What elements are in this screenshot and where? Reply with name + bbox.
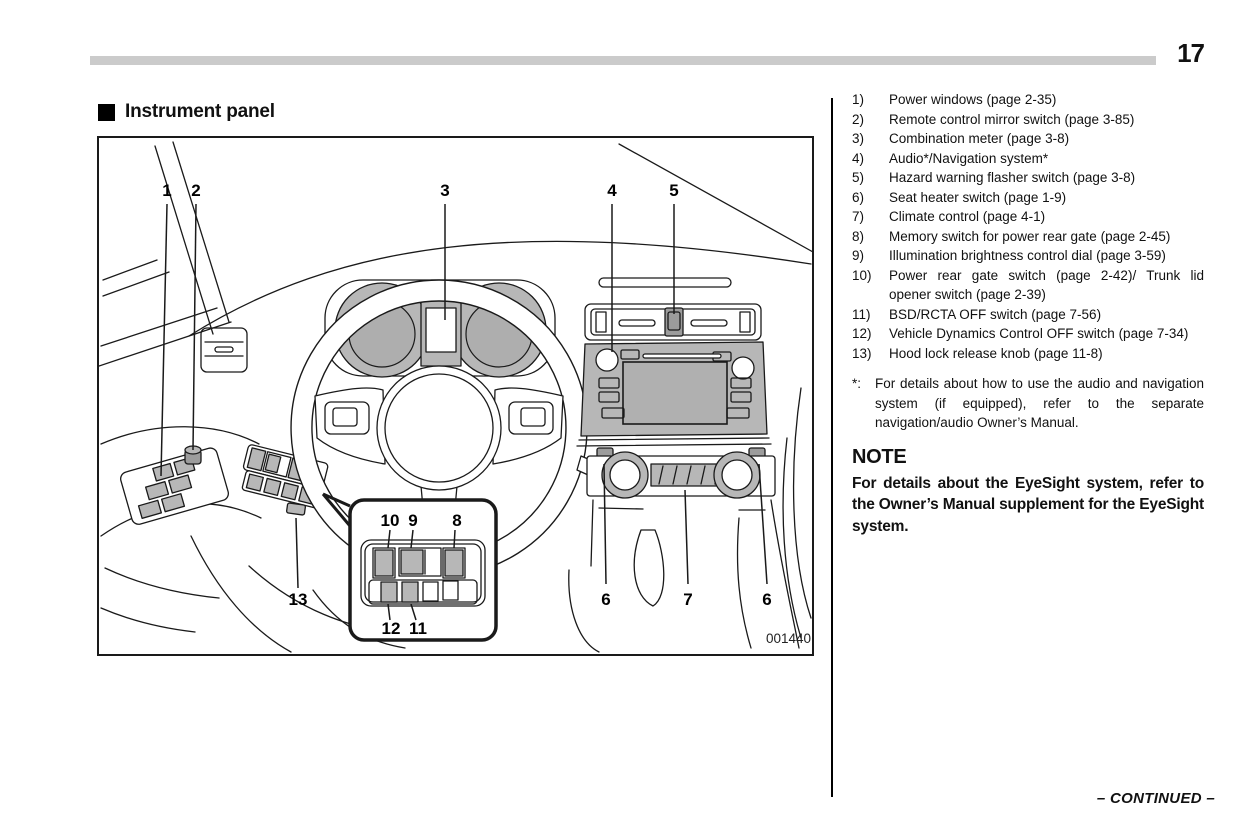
legend-item: 7)Climate control (page 4-1) — [852, 209, 1046, 224]
legend-list: 1)Power windows (page 2-35) 2)Remote con… — [852, 90, 1204, 363]
legend-item: 5)Hazard warning flasher switch (page 3-… — [852, 170, 1136, 185]
legend-item: 3)Combination meter (page 3-8) — [852, 131, 1070, 146]
legend-column: 1)Power windows (page 2-35) 2)Remote con… — [852, 90, 1204, 537]
callout-leader-lines — [160, 203, 768, 589]
legend-item: 6)Seat heater switch (page 1-9) — [852, 189, 1067, 205]
square-bullet-icon — [98, 103, 115, 121]
legend-item: 8)Memory switch for power rear gate (pag… — [852, 228, 1171, 244]
center-air-vents — [584, 303, 762, 341]
column-divider — [831, 98, 833, 797]
hood-lock-release-knob — [286, 502, 306, 516]
callout-7: 7 — [683, 590, 692, 609]
switch-8 — [444, 549, 464, 577]
switch-10 — [374, 549, 394, 577]
callout-10: 10 — [381, 511, 400, 530]
legend-item: 1)Power windows (page 2-35) — [852, 92, 1057, 107]
footnote-marker: *: — [852, 376, 862, 391]
callout-3: 3 — [440, 181, 449, 200]
legend-item: 12)Vehicle Dynamics Control OFF switch (… — [852, 326, 1189, 341]
header-rule — [90, 56, 1168, 65]
note-body: For details about the EyeSight system, r… — [852, 474, 1204, 535]
legend-item: 10)Power rear gate switch (page 2-42)/ T… — [852, 267, 1204, 303]
audio-footnote: *: For details about how to use the audi… — [852, 374, 1204, 433]
continued-marker: – CONTINUED – — [1096, 790, 1215, 807]
switch-12 — [380, 581, 398, 603]
audio-navigation-unit — [580, 341, 768, 437]
footnote-text: For details about how to use the audio a… — [875, 376, 1204, 430]
switch-inset-box: 10 9 8 12 11 — [321, 492, 498, 642]
section-title: Instrument panel — [125, 101, 275, 122]
legend-item: 4)Audio*/Navigation system* — [852, 150, 1049, 166]
callout-12: 12 — [382, 619, 401, 638]
power-window-switch-panel — [120, 447, 230, 525]
legend-item: 13)Hood lock release knob (page 11-8) — [852, 345, 1103, 361]
instrument-panel-diagram: 10 9 8 12 11 1 2 3 4 5 6 7 6 13 001440 — [97, 136, 814, 656]
callout-5: 5 — [669, 181, 678, 200]
figure-code: 001440 — [766, 631, 811, 646]
legend-item: 9)Illumination brightness control dial (… — [852, 248, 1166, 263]
switch-9-dial — [400, 549, 424, 575]
left-dash-vent — [200, 327, 248, 373]
switch-11 — [401, 581, 419, 603]
callout-4: 4 — [607, 181, 617, 200]
legend-item: 11)BSD/RCTA OFF switch (page 7-56) — [852, 306, 1102, 322]
section-heading: Instrument panel — [98, 101, 275, 123]
climate-control-stack — [568, 437, 800, 653]
callout-1: 1 — [162, 181, 171, 200]
note-heading: NOTE — [852, 445, 907, 468]
legend-item: 2)Remote control mirror switch (page 3-8… — [852, 111, 1135, 127]
page-number: 17 — [1156, 38, 1205, 69]
callout-9: 9 — [408, 511, 417, 530]
dashboard-line-art: 10 9 8 12 11 1 2 3 4 5 6 7 6 13 001440 — [99, 141, 812, 653]
callout-11: 11 — [409, 619, 427, 638]
callout-8: 8 — [452, 511, 461, 530]
callout-6-right: 6 — [762, 590, 771, 609]
callout-13: 13 — [289, 590, 308, 609]
callout-2: 2 — [191, 181, 200, 200]
callout-6-left: 6 — [601, 590, 610, 609]
